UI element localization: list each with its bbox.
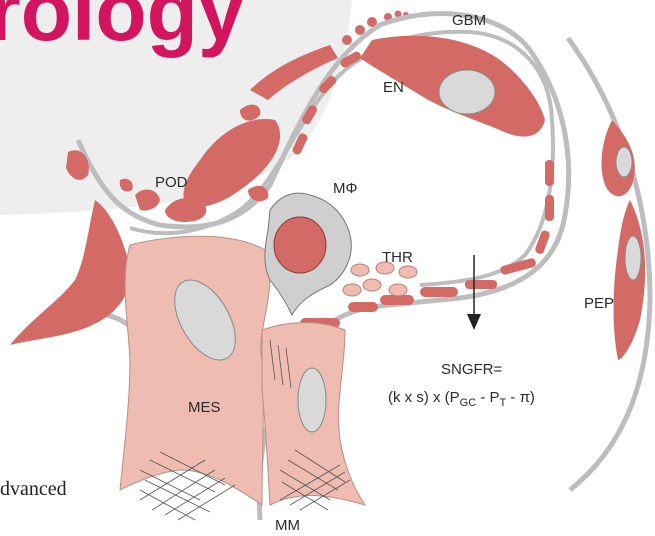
mesangial-nucleus-2 — [298, 368, 326, 432]
label-thr: THR — [382, 249, 413, 266]
label-gbm: GBM — [452, 12, 486, 29]
thrombocytes — [343, 262, 417, 296]
podocyte-left-body — [10, 200, 130, 345]
pep-nucleus-lower — [625, 236, 641, 280]
pep-nucleus-upper — [616, 147, 632, 177]
mesangial-cell — [120, 236, 270, 505]
formula-mid: - P — [476, 389, 499, 406]
formula-sub-gc: GC — [460, 397, 477, 409]
label-mm: MM — [275, 517, 300, 534]
formula-line1: SNGFR= — [441, 361, 503, 378]
pep-cell-lower — [614, 200, 646, 360]
label-mes: MES — [188, 399, 221, 416]
label-pep: PEP — [584, 295, 614, 312]
header-text: rology — [0, 0, 245, 58]
filtration-arrowhead — [467, 314, 481, 330]
endothelial-nucleus — [439, 70, 495, 114]
formula-prefix: (k x s) x (P — [388, 389, 460, 406]
label-mphi: MΦ — [333, 180, 357, 197]
label-pod: POD — [155, 174, 188, 191]
side-text-fragment: dvanced — [0, 478, 67, 500]
macrophage-nucleus — [274, 217, 326, 273]
label-en: EN — [383, 79, 404, 96]
formula-line2: (k x s) x (PGC - PT - π) — [388, 389, 535, 409]
formula-suffix: - π) — [506, 389, 535, 406]
